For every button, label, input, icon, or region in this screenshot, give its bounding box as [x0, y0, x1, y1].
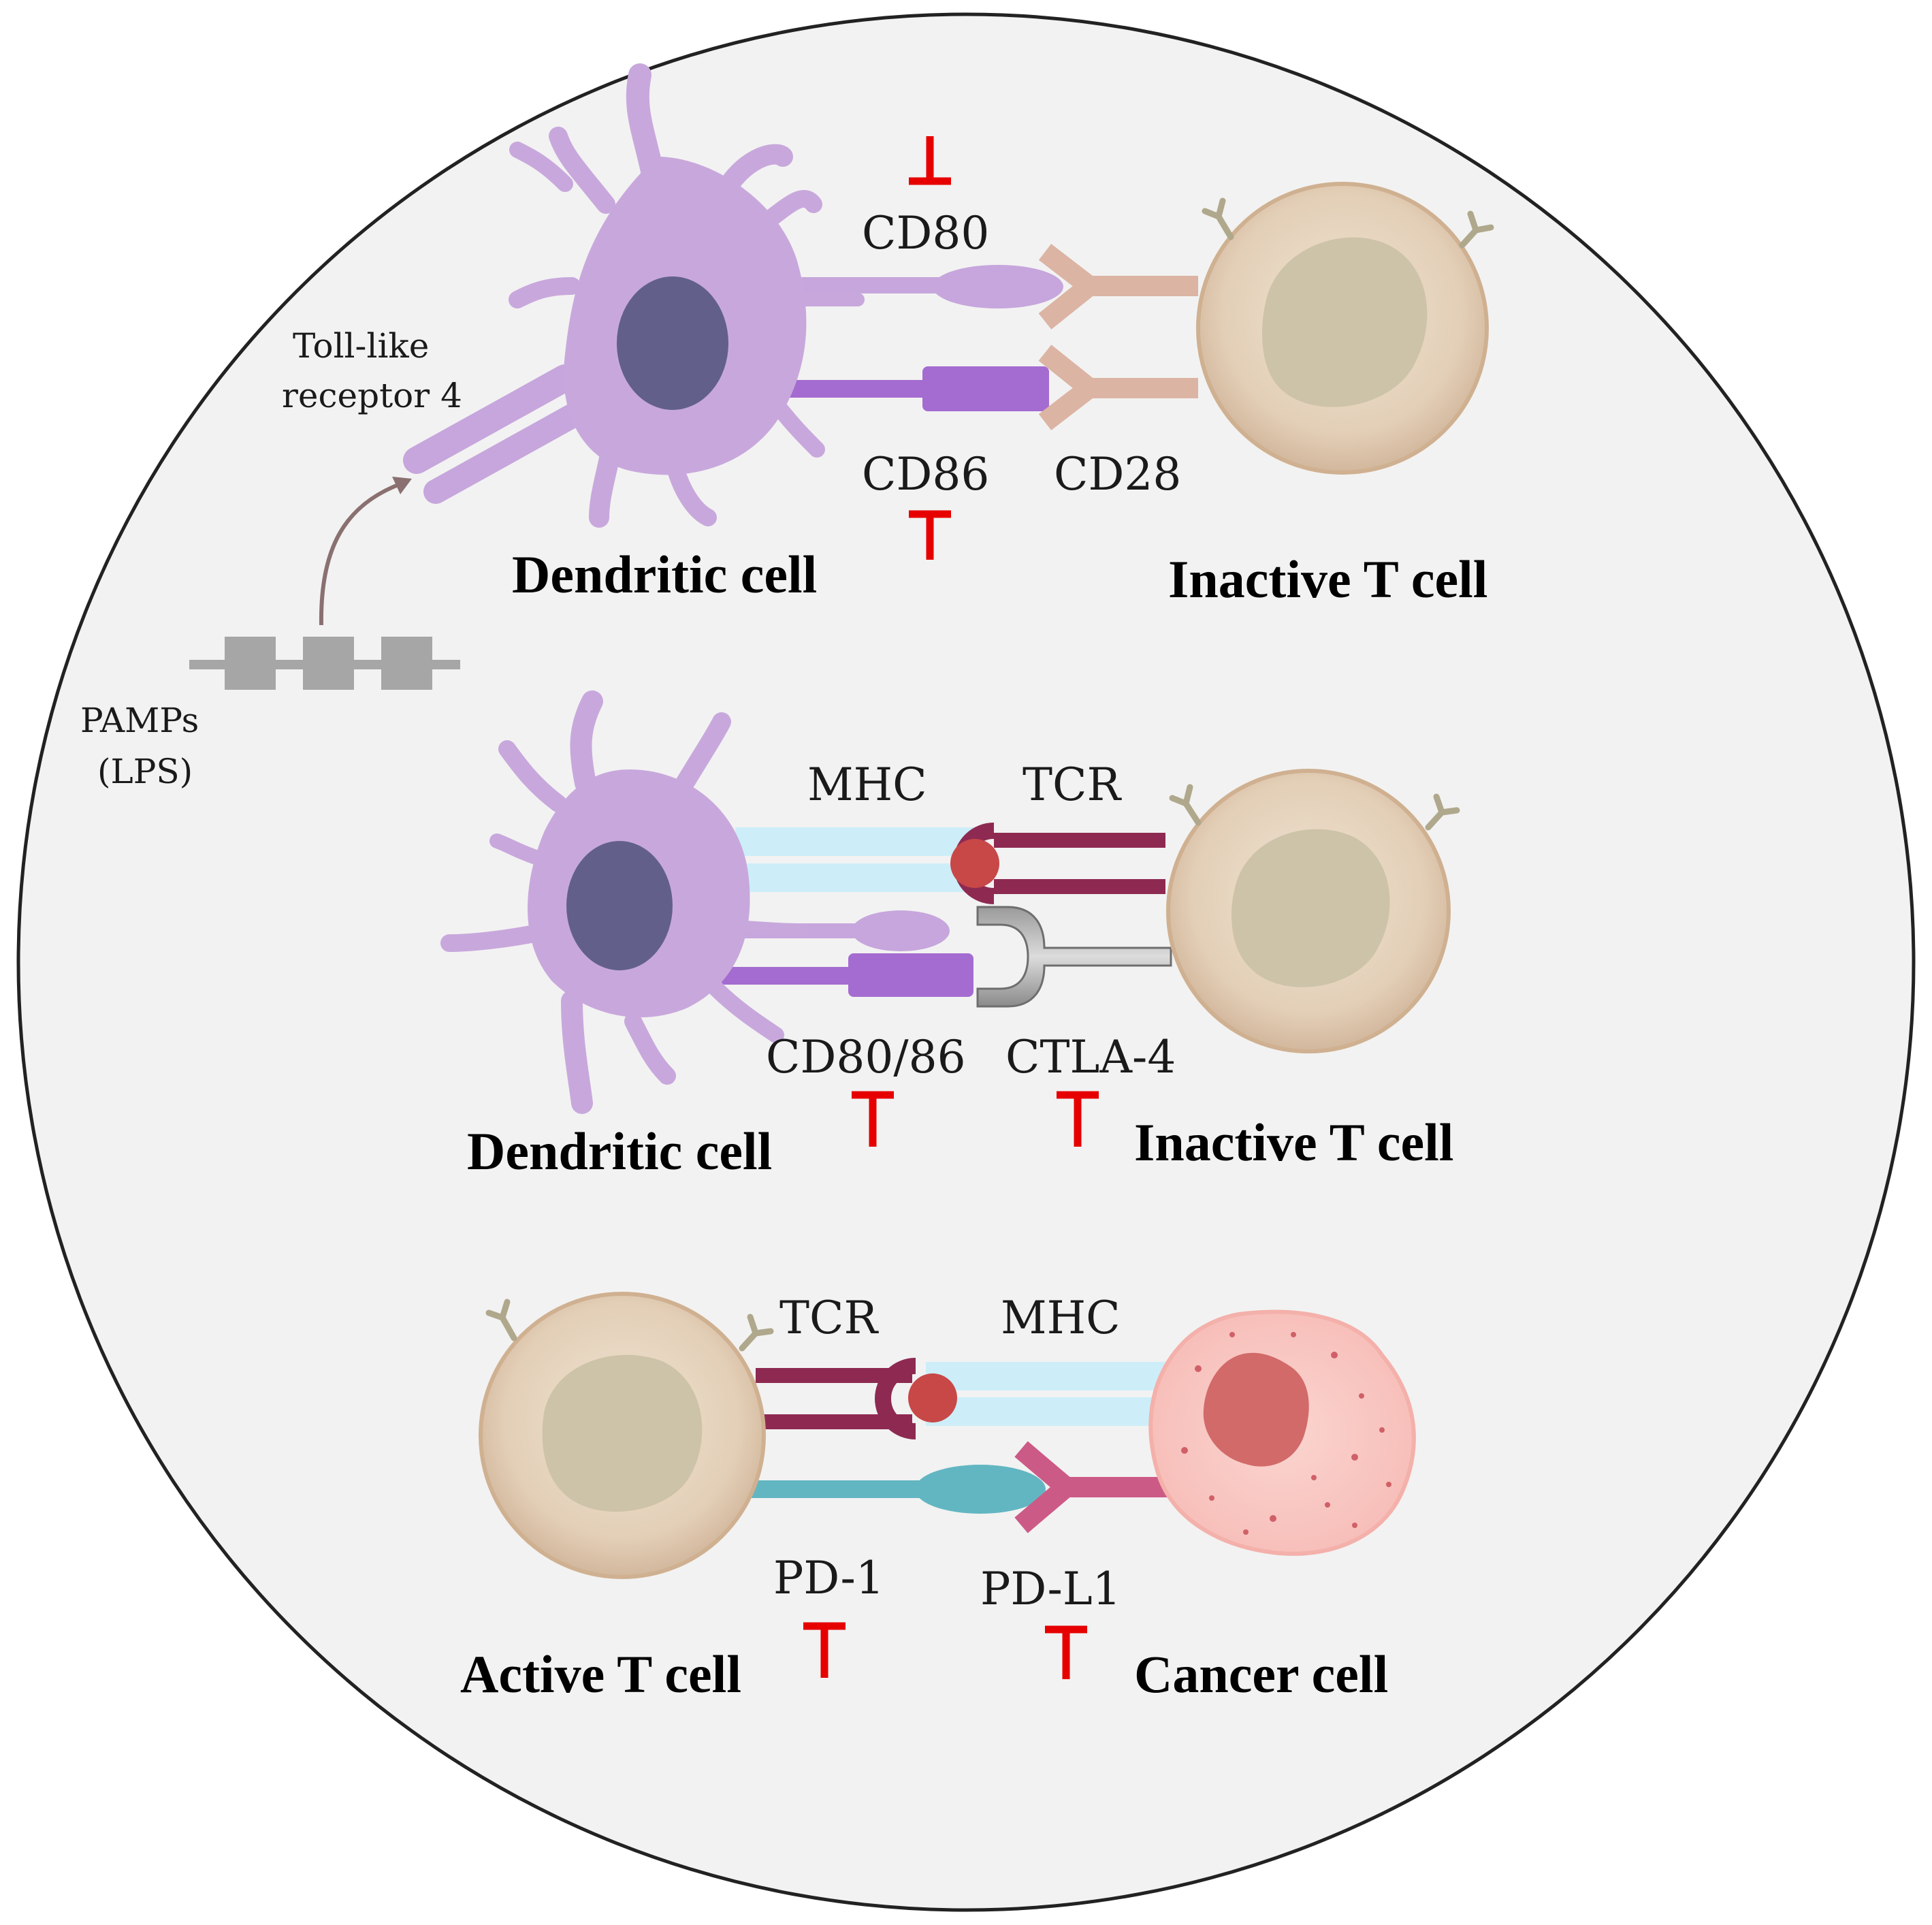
pd1-molecule: [915, 1465, 1046, 1514]
block-symbol-ctla4: [1057, 1091, 1099, 1147]
cd86-label: CD86: [862, 448, 989, 500]
tlr4-receptor: [403, 364, 596, 504]
cd86-stalk: [783, 380, 929, 398]
cd80-label: CD80: [862, 207, 989, 259]
pamps-chain: [189, 637, 460, 690]
pamp-unit-3: [381, 637, 432, 690]
inactive-t-cell-label-1: Inactive T cell: [1168, 550, 1487, 609]
tlr4-label-line1: Toll-like: [293, 326, 429, 366]
t-cell-active: [479, 1292, 774, 1579]
active-t-cell-label: Active T cell: [460, 1644, 741, 1704]
t-cell-inactive-2: [1166, 769, 1460, 1053]
cd86-molecule: [922, 366, 1049, 411]
block-symbol-cd80: [909, 136, 951, 185]
cancer-cell: [1148, 1309, 1416, 1556]
cd80-molecule-2: [852, 910, 950, 951]
panel-1: Toll-like receptor 4 PAMPs (LPS) CD80 CD…: [80, 63, 1494, 791]
dendritic-cell-label-1: Dendritic cell: [512, 545, 817, 604]
pamps-to-tlr4-arrow: [319, 481, 403, 626]
block-symbol-cd86: [909, 510, 951, 560]
cd28-receptor-bottom: [1038, 345, 1198, 430]
dendritic-cell-1: [509, 63, 865, 528]
pdl1-receptor: [1014, 1441, 1171, 1533]
ctla4-label: CTLA-4: [1005, 1031, 1176, 1083]
tcr-molecule-3: [756, 1358, 916, 1439]
arrowhead: [392, 477, 412, 494]
pamps-label-line1: PAMPs: [80, 701, 199, 740]
dendritic-cell-2: [440, 690, 809, 1114]
dendritic-nucleus-1: [617, 276, 728, 410]
cd86-molecule-2: [848, 953, 973, 997]
mhc-label-3: MHC: [1001, 1292, 1121, 1344]
pamp-unit-2: [303, 637, 354, 690]
cd28-receptor-top: [1038, 244, 1198, 330]
dendritic-cell-label-2: Dendritic cell: [467, 1121, 772, 1181]
tcr-label-3: TCR: [779, 1292, 880, 1344]
block-symbol-pd1: [803, 1622, 846, 1678]
cd80-molecule: [933, 265, 1063, 308]
dendritic-nucleus-2: [566, 841, 673, 970]
tlr4-label-line2: receptor 4: [282, 376, 462, 415]
ctla4-receptor: [976, 906, 1172, 1008]
pd1-stalk: [742, 1480, 926, 1498]
block-symbol-cd80-86: [852, 1091, 894, 1147]
panel-2: MHC TCR CD80/86 CTLA-4 Dendritic cell In…: [440, 690, 1460, 1181]
mhc-molecule-3: [926, 1362, 1168, 1426]
pdl1-label: PD-L1: [980, 1563, 1121, 1615]
pamp-unit-1: [225, 637, 276, 690]
block-symbol-pdl1: [1045, 1625, 1087, 1679]
cd28-label: CD28: [1054, 448, 1181, 500]
antigen-peptide-3: [908, 1373, 957, 1422]
cd86-stalk-2: [722, 967, 858, 985]
cancer-cell-label: Cancer cell: [1134, 1644, 1388, 1704]
antigen-peptide-2: [950, 839, 999, 888]
tcr-label-2: TCR: [1023, 759, 1123, 811]
cd80-stalk: [783, 277, 939, 293]
pd1-label: PD-1: [773, 1552, 884, 1604]
pamps-label-line2: (LPS): [97, 752, 193, 791]
inactive-t-cell-label-2: Inactive T cell: [1134, 1113, 1453, 1172]
mhc-label-2: MHC: [807, 759, 927, 811]
panel-3: TCR MHC PD-1 PD-L1 Active T cell Cancer …: [460, 1292, 1416, 1704]
t-cell-inactive-1: [1196, 182, 1494, 475]
cd80-86-label: CD80/86: [766, 1031, 966, 1083]
mhc-molecule-2: [735, 827, 980, 892]
